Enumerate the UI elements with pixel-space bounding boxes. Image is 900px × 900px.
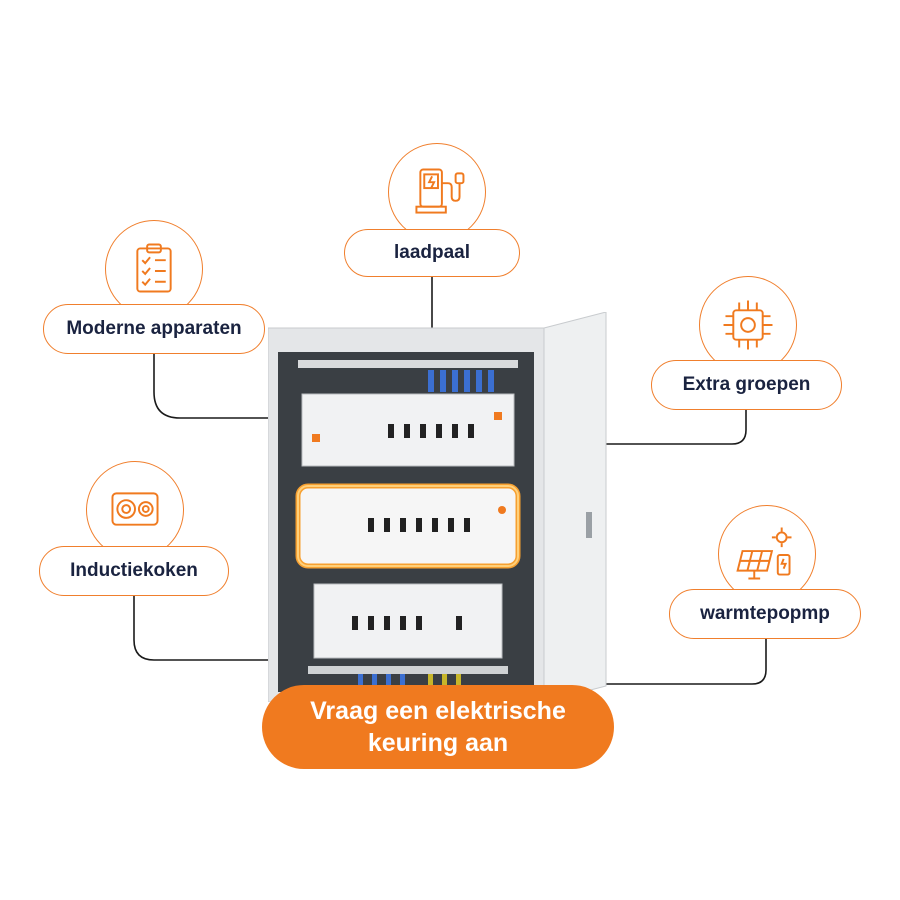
cta-line-1: Vraag een elektrische <box>310 697 566 725</box>
checklist-icon <box>105 220 203 318</box>
chip-icon <box>699 276 797 374</box>
ev-charger-icon <box>388 143 486 241</box>
pill-warmtepopmp: warmtepopmp <box>669 589 861 639</box>
cta-line-2: keuring aan <box>367 729 509 757</box>
request-inspection-button[interactable]: Vraag een elektrische keuring aan <box>262 685 614 769</box>
pill-moderne-apparaten: Moderne apparaten <box>43 304 265 354</box>
induction-cooktop-icon <box>86 461 184 559</box>
pill-laadpaal: laadpaal <box>344 229 520 277</box>
pill-inductiekoken: Inductiekoken <box>39 546 229 596</box>
pill-extra-groepen: Extra groepen <box>651 360 842 410</box>
electrical-cabinet-image <box>267 311 610 703</box>
